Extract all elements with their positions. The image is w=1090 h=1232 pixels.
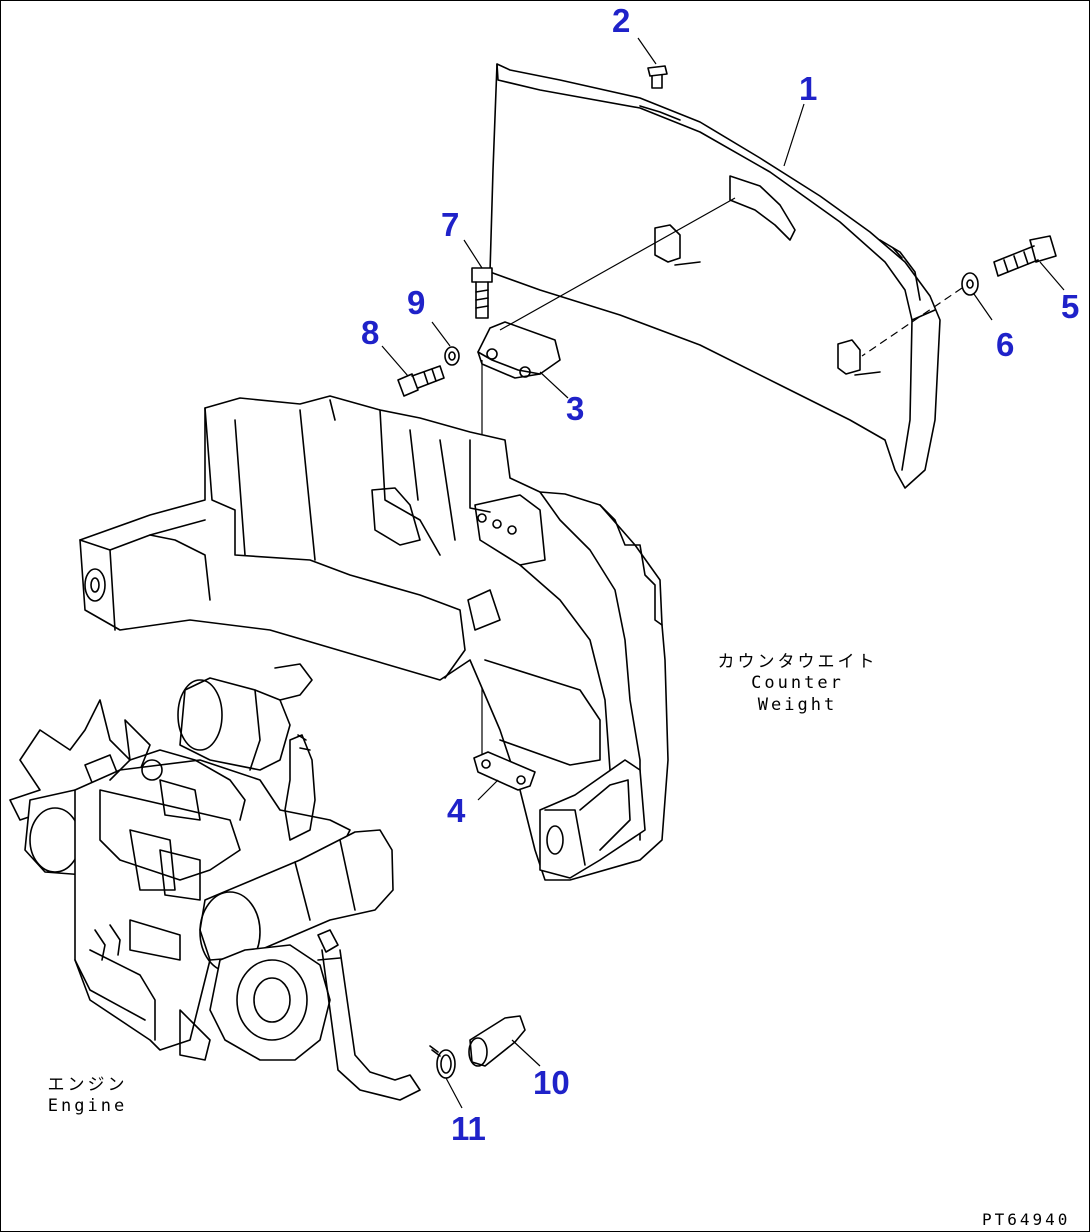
engine-label-jp: エンジン [47,1075,128,1095]
part-4-bracket [473,751,536,801]
part-1-cover [489,63,941,489]
callout-5: 5 [1061,288,1080,325]
callout-11: 11 [451,1110,486,1147]
callout-3: 3 [566,390,585,427]
counterweight-label: カウンタウエイト Counter Weight [705,652,890,716]
counterweight-label-jp: カウンタウエイト [717,652,878,672]
part-8-bolt [381,345,445,397]
leader-part-1 [783,103,805,167]
callout-4: 4 [447,792,466,829]
drawing-code: PT64940 [982,1210,1071,1229]
part-11-clamp [429,1045,463,1109]
engine [9,663,421,1101]
alignment-line-3 [499,197,736,331]
callout-8: 8 [361,314,380,351]
part-6-washer [961,272,993,321]
part-7-bolt [463,239,493,319]
callout-10: 10 [533,1064,570,1101]
alignment-line-5 [861,287,963,357]
callout-7: 7 [441,206,460,243]
callout-9: 9 [407,284,426,321]
counterweight-label-en: Counter Weight [751,673,844,715]
callout-2: 2 [612,2,631,39]
part-9-washer [431,321,460,366]
part-5-bolt [993,235,1065,291]
callout-1: 1 [799,70,818,107]
part-3-bracket [477,321,569,399]
part-2-bolt [637,37,668,89]
part-10-hose [468,1015,541,1067]
engine-label: エンジン Engine [40,1075,135,1118]
callout-6: 6 [996,326,1015,363]
counterweight [79,395,669,881]
engine-label-en: Engine [47,1096,128,1117]
